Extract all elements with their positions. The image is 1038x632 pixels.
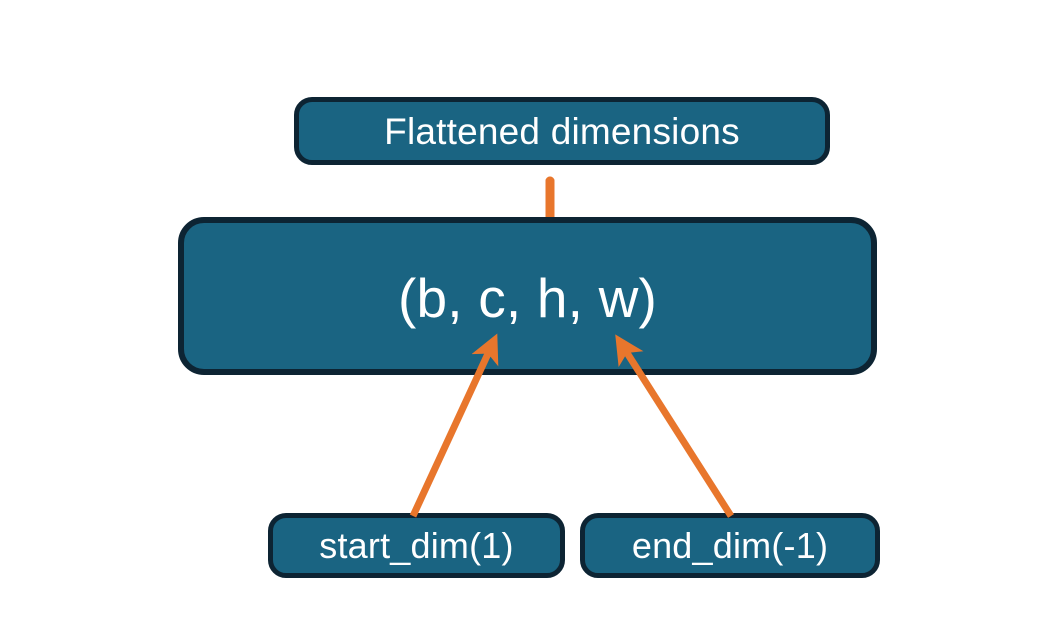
tensor-shape-label: (b, c, h, w) bbox=[397, 266, 658, 329]
start-dim-label: start_dim(1) bbox=[319, 524, 514, 566]
end-dim-label: end_dim(-1) bbox=[631, 524, 829, 566]
flattened-dimensions-box[interactable]: Flattened dimensions bbox=[294, 97, 830, 165]
start-dim-box[interactable]: start_dim(1) bbox=[268, 513, 565, 578]
flattened-dimensions-label: Flattened dimensions bbox=[384, 110, 740, 152]
end-dim-box[interactable]: end_dim(-1) bbox=[580, 513, 880, 578]
tensor-shape-box[interactable]: (b, c, h, w) bbox=[178, 217, 877, 375]
